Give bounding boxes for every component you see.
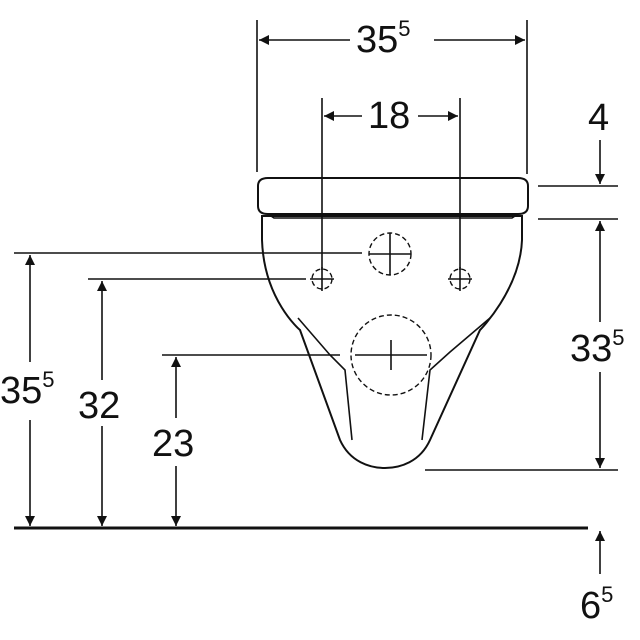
dim-outlet-height-label: 23 [152, 423, 194, 465]
dim-hole-spacing: 18 [324, 95, 458, 137]
right-fixing-hole [448, 267, 472, 291]
dim-fixing-height-label: 32 [78, 385, 120, 427]
dim-floor-offset: 65 [580, 531, 613, 627]
dim-fixing-height: 32 [78, 281, 120, 526]
dim-outer-height-label: 355 [0, 367, 55, 412]
dim-body-height: 335 [570, 221, 625, 468]
dim-outlet-height: 23 [152, 357, 194, 526]
left-fixing-hole [310, 267, 334, 291]
extension-lines [14, 20, 618, 471]
toilet-outline [257, 177, 529, 470]
dim-seat-gap-label: 4 [588, 97, 609, 139]
outlet-hole [350, 314, 432, 396]
upper-inlet-hole [368, 232, 412, 276]
dim-floor-offset-label: 65 [580, 582, 613, 627]
dim-outer-height: 355 [0, 255, 55, 526]
dim-body-height-label: 335 [570, 325, 625, 370]
dim-seat-gap: 4 [588, 97, 609, 184]
dim-top-width: 355 [259, 16, 525, 61]
dim-hole-spacing-label: 18 [368, 95, 410, 137]
dim-top-width-label: 355 [356, 16, 411, 61]
